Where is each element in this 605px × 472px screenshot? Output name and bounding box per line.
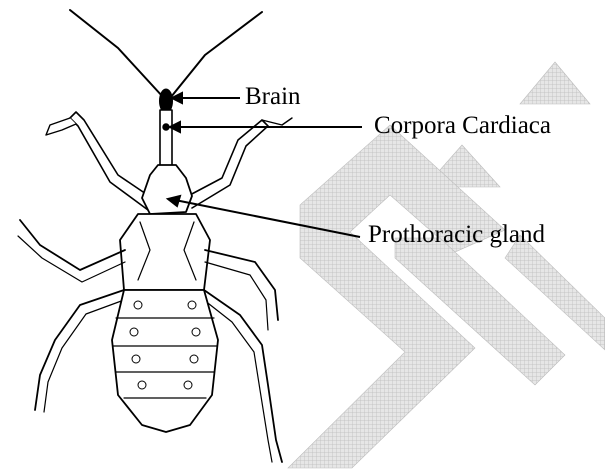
right-hind-leg — [204, 290, 282, 462]
abdomen — [112, 290, 218, 432]
pronotum — [142, 165, 192, 214]
watermark-top-triangle — [520, 62, 590, 104]
prothoracic-gland-label: Prothoracic gland — [368, 222, 545, 247]
right-front-leg — [188, 120, 268, 208]
left-antenna — [70, 10, 163, 97]
left-front-leg — [70, 112, 152, 210]
left-front-foot — [46, 118, 76, 135]
insect — [18, 10, 292, 462]
neck — [160, 110, 172, 168]
right-middle-leg-back — [205, 262, 268, 330]
thorax — [120, 214, 210, 290]
left-middle-leg-back — [18, 236, 125, 282]
brain-label: Brain — [245, 84, 301, 109]
left-hind-leg-back — [44, 300, 124, 412]
corpora-cardiaca-label: Corpora Cardiaca — [374, 113, 551, 138]
left-hind-leg — [35, 290, 124, 410]
left-middle-leg — [20, 220, 125, 270]
